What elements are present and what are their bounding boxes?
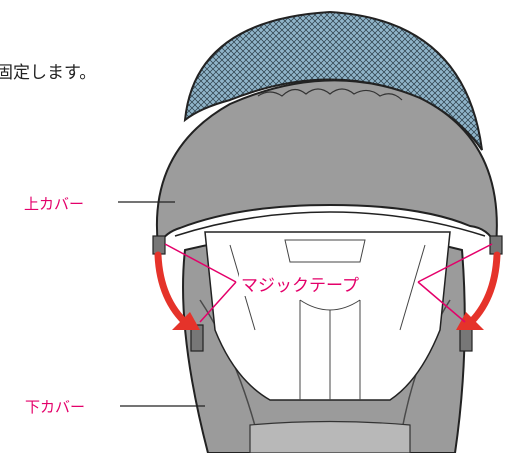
lower-cover-label: 下カバー [25, 398, 86, 416]
instruction-text: 固定します。 [0, 63, 97, 83]
velcro-tape-label: マジックテープ [239, 271, 361, 296]
upper-cover-label: 上カバー [24, 195, 85, 213]
velcro-tab-right [489, 235, 503, 255]
upper-cover-gather [257, 88, 403, 101]
velcro-tab-left [152, 235, 166, 255]
leader-velcro [164, 243, 493, 323]
lower-cover-band [249, 420, 411, 453]
arrow-left-head [172, 312, 200, 330]
canopy-mesh [183, 10, 483, 151]
arrow-right [464, 251, 501, 329]
seat-frame [204, 231, 451, 401]
arrow-right-head [456, 312, 484, 330]
upper-cover-inner-edge [174, 211, 486, 237]
